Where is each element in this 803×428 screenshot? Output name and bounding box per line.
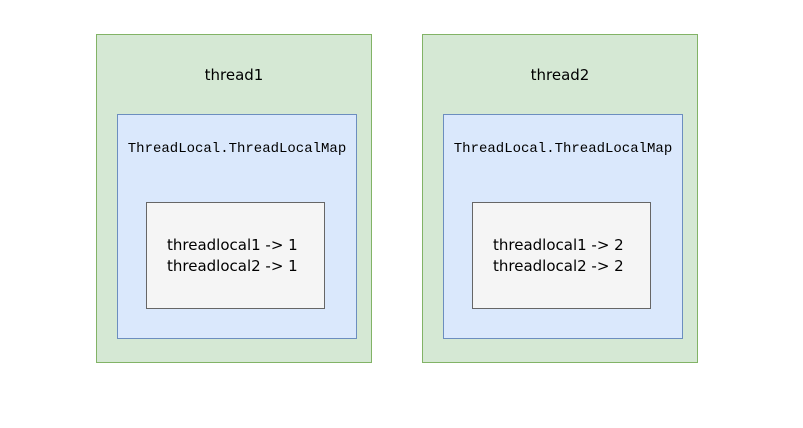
thread1-title: thread1 bbox=[204, 66, 264, 84]
map-entry: threadlocal1 -> 1 bbox=[167, 235, 298, 254]
thread1-box: thread1 ThreadLocal.ThreadLocalMap threa… bbox=[96, 34, 372, 363]
thread1-entries-box: threadlocal1 -> 1 threadlocal2 -> 1 bbox=[146, 202, 325, 309]
thread2-entries-box: threadlocal1 -> 2 threadlocal2 -> 2 bbox=[472, 202, 651, 309]
map-entry: threadlocal1 -> 2 bbox=[493, 235, 624, 254]
thread1-threadlocalmap-title: ThreadLocal.ThreadLocalMap bbox=[127, 141, 347, 157]
map-entry: threadlocal2 -> 1 bbox=[167, 256, 298, 275]
thread2-title: thread2 bbox=[530, 66, 590, 84]
thread2-box: thread2 ThreadLocal.ThreadLocalMap threa… bbox=[422, 34, 698, 363]
thread2-threadlocalmap-box: ThreadLocal.ThreadLocalMap threadlocal1 … bbox=[443, 114, 683, 339]
thread2-threadlocalmap-title: ThreadLocal.ThreadLocalMap bbox=[453, 141, 673, 157]
thread1-threadlocalmap-box: ThreadLocal.ThreadLocalMap threadlocal1 … bbox=[117, 114, 357, 339]
map-entry: threadlocal2 -> 2 bbox=[493, 256, 624, 275]
